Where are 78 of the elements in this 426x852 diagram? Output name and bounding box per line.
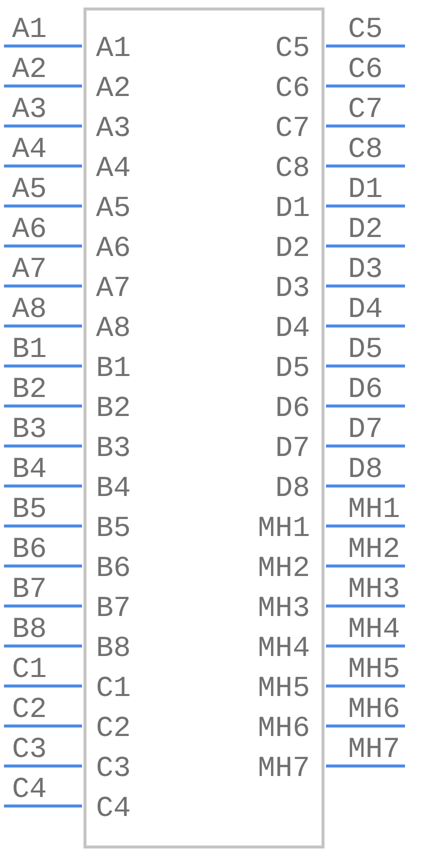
pin-name: MH7 — [258, 754, 310, 784]
pin-name: C1 — [96, 674, 131, 704]
pin-number: D6 — [348, 375, 383, 405]
pin-number: A3 — [12, 95, 47, 125]
pin-number: D5 — [348, 335, 383, 365]
pin-number: MH3 — [348, 575, 400, 605]
pin-number: A8 — [12, 295, 47, 325]
pin-name: C3 — [96, 754, 131, 784]
pin-name: C6 — [275, 74, 310, 104]
pin-name: B1 — [96, 354, 131, 384]
pin-number: D1 — [348, 175, 383, 205]
pin-number: D8 — [348, 455, 383, 485]
pin-name: A1 — [96, 34, 131, 64]
pin-number: D2 — [348, 215, 383, 245]
pin-name: MH5 — [258, 674, 310, 704]
pin-name: A8 — [96, 314, 131, 344]
pin-name: B6 — [96, 554, 131, 584]
pin-name: B4 — [96, 474, 131, 504]
pin-name: MH3 — [258, 594, 310, 624]
pin-number: MH1 — [348, 495, 400, 525]
pin-name: C2 — [96, 714, 131, 744]
pin-name: B7 — [96, 594, 131, 624]
pin-number: B4 — [12, 455, 47, 485]
pin-name: C5 — [275, 34, 310, 64]
pin-number: A4 — [12, 135, 47, 165]
pin-number: D4 — [348, 295, 383, 325]
pin-name: A4 — [96, 154, 131, 184]
pin-name: B8 — [96, 634, 131, 664]
pin-number: B3 — [12, 415, 47, 445]
pin-number: C8 — [348, 135, 383, 165]
pin-number: C4 — [12, 775, 47, 805]
pin-name: D2 — [275, 234, 310, 264]
pin-name: A2 — [96, 74, 131, 104]
pin-number: D7 — [348, 415, 383, 445]
pin-number: MH6 — [348, 695, 400, 725]
pin-number: MH2 — [348, 535, 400, 565]
pin-name: D1 — [275, 194, 310, 224]
pin-name: D6 — [275, 394, 310, 424]
pin-name: D5 — [275, 354, 310, 384]
pin-number: B2 — [12, 375, 47, 405]
pin-name: A5 — [96, 194, 131, 224]
pin-name: D7 — [275, 434, 310, 464]
pin-number: B7 — [12, 575, 47, 605]
pin-number: MH7 — [348, 735, 400, 765]
pin-name: B3 — [96, 434, 131, 464]
pin-number: C7 — [348, 95, 383, 125]
pin-name: A7 — [96, 274, 131, 304]
pin-number: D3 — [348, 255, 383, 285]
pin-number: B5 — [12, 495, 47, 525]
pin-name: D8 — [275, 474, 310, 504]
pin-number: MH4 — [348, 615, 400, 645]
pin-name: A3 — [96, 114, 131, 144]
pin-name: C4 — [96, 794, 131, 824]
pin-number: A6 — [12, 215, 47, 245]
pin-number: A2 — [12, 55, 47, 85]
pin-number: MH5 — [348, 655, 400, 685]
pin-name: MH6 — [258, 714, 310, 744]
pin-number: C6 — [348, 55, 383, 85]
pin-number: C5 — [348, 15, 383, 45]
pin-name: D4 — [275, 314, 310, 344]
pin-name: MH2 — [258, 554, 310, 584]
pin-number: A1 — [12, 15, 47, 45]
pin-name: B5 — [96, 514, 131, 544]
pin-number: C1 — [12, 655, 47, 685]
pin-number: B6 — [12, 535, 47, 565]
pin-name: C8 — [275, 154, 310, 184]
pin-name: MH1 — [258, 514, 310, 544]
pin-number: C2 — [12, 695, 47, 725]
pin-name: D3 — [275, 274, 310, 304]
pin-name: MH4 — [258, 634, 310, 664]
pin-number: A5 — [12, 175, 47, 205]
pin-number: C3 — [12, 735, 47, 765]
pin-number: B8 — [12, 615, 47, 645]
pin-name: C7 — [275, 114, 310, 144]
pin-number: B1 — [12, 335, 47, 365]
pin-name: B2 — [96, 394, 131, 424]
pin-number: A7 — [12, 255, 47, 285]
pin-name: A6 — [96, 234, 131, 264]
